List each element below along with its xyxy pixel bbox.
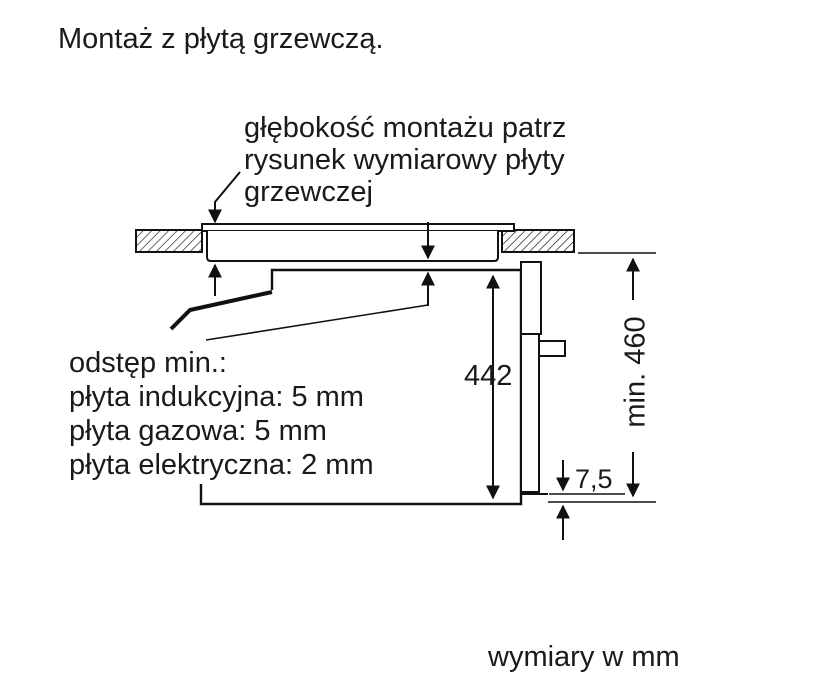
- mounting-depth-note: głębokość montażu patrz rysunek wymiarow…: [244, 112, 566, 208]
- worktop-left-section: [135, 229, 203, 253]
- clearance-note: odstęp min.: płyta indukcyjna: 5 mm płyt…: [69, 346, 374, 482]
- depth-leader-arrow: [208, 171, 241, 224]
- oven: [169, 261, 566, 506]
- hob-top-plate: [201, 223, 515, 232]
- mounting-depth-line-2: rysunek wymiarowy płyty: [244, 144, 565, 176]
- clearance-induction: płyta indukcyjna: 5 mm: [69, 381, 364, 413]
- bottom-offset-label: 7,5: [575, 464, 613, 494]
- oven-handle: [538, 340, 566, 357]
- dimension-bottom-offset: [549, 460, 625, 540]
- units-note: wymiary w mm: [488, 641, 680, 673]
- oven-front-panel: [520, 261, 542, 335]
- diagram-title: Montaż z płytą grzewczą.: [58, 23, 384, 55]
- oven-height-label: 442: [464, 360, 513, 392]
- clearance-gas: płyta gazowa: 5 mm: [69, 415, 327, 447]
- worktop-right-section: [501, 229, 575, 253]
- clearance-heading: odstęp min.:: [69, 347, 227, 379]
- mounting-depth-line-3: grzewczej: [244, 176, 373, 208]
- mounting-depth-line-1: głębokość montażu patrz: [244, 112, 567, 144]
- niche-height-label: min. 460: [619, 316, 652, 428]
- worktop: [135, 229, 575, 253]
- oven-door: [520, 333, 540, 493]
- dimension-niche-height: [548, 252, 656, 503]
- gap-leader-line: [205, 304, 429, 341]
- annotation-arrows: [205, 171, 435, 341]
- clearance-electric: płyta elektryczna: 2 mm: [69, 449, 374, 481]
- hob-body: [206, 231, 499, 262]
- oven-cable: [169, 290, 273, 331]
- hob: [201, 223, 515, 262]
